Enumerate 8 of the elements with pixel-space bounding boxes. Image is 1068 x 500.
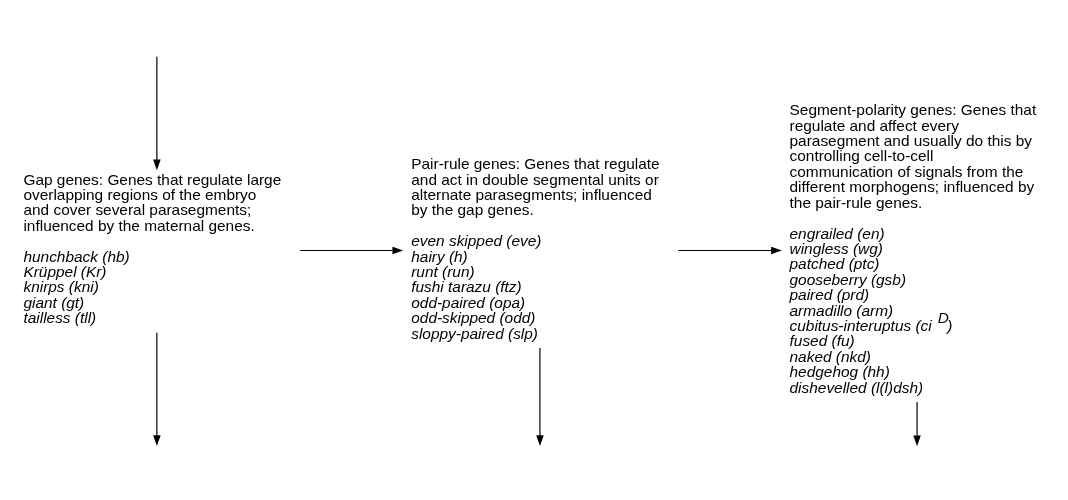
arrow [153, 55, 161, 170]
arrow [913, 401, 921, 446]
node-text: Gap genes: Genes that regulate large overlapping regions of the embryo and cover several parasegments; influenced by the maternal genes. hunchback (hb) Krüppel (Kr) knirps (kni) giant (gt) tailless (tll) [23, 170, 282, 326]
node-text: Pair-rule genes: Genes that regulate and act in double segmental units or alternate parasegments; influenced by the gap genes. even skipped (eve) hairy (h) runt (run) fushi tarazu (ftz) odd-paired (opa) odd-skipped (odd) sloppy-paired (slp) [411, 154, 660, 342]
arrow [153, 331, 161, 446]
arrow [536, 346, 544, 446]
arrow [299, 246, 404, 254]
arrow [677, 246, 782, 254]
